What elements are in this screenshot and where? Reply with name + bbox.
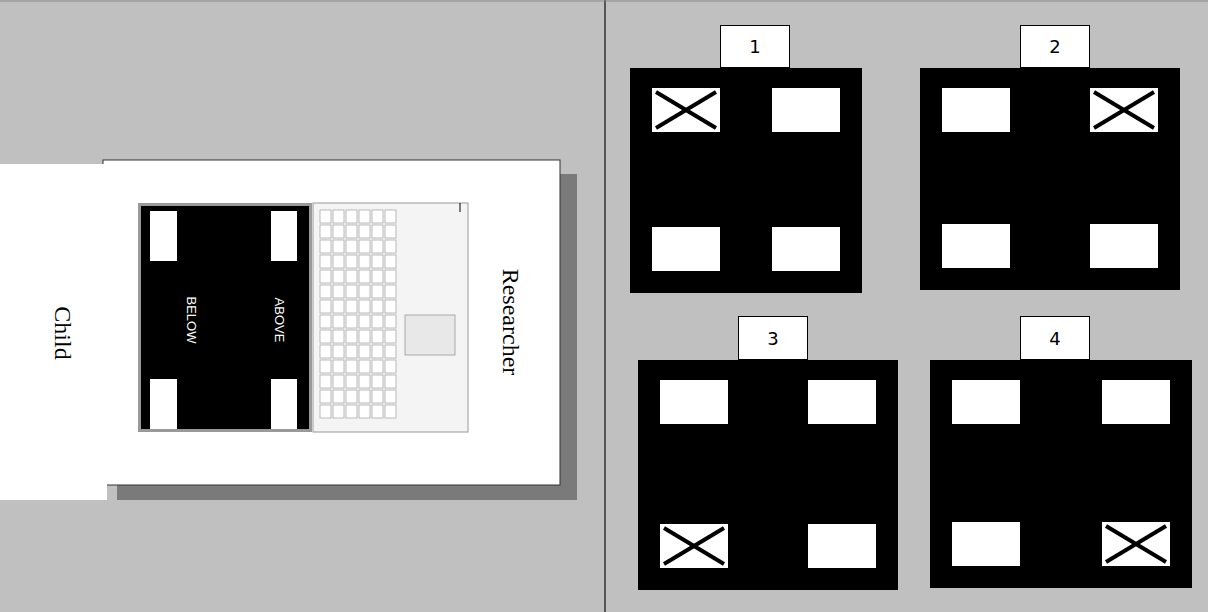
side-label: Researcher <box>497 269 524 376</box>
screen-label: ABOVE <box>272 298 287 343</box>
board-number-box: 1 <box>720 25 790 68</box>
side-label: Child <box>49 306 76 359</box>
callout-number: 2 <box>1049 36 1060 57</box>
board-number-box: 3 <box>738 316 808 360</box>
callout-number: 3 <box>767 328 778 349</box>
callout-number: 4 <box>1049 328 1060 349</box>
callout-number: 1 <box>749 36 760 57</box>
screen-label: BELOW <box>184 297 199 344</box>
laptop-screen: BELOW ABOVE <box>141 206 309 429</box>
board-number-box: 2 <box>1020 25 1090 68</box>
board-number-box: 4 <box>1020 316 1090 360</box>
